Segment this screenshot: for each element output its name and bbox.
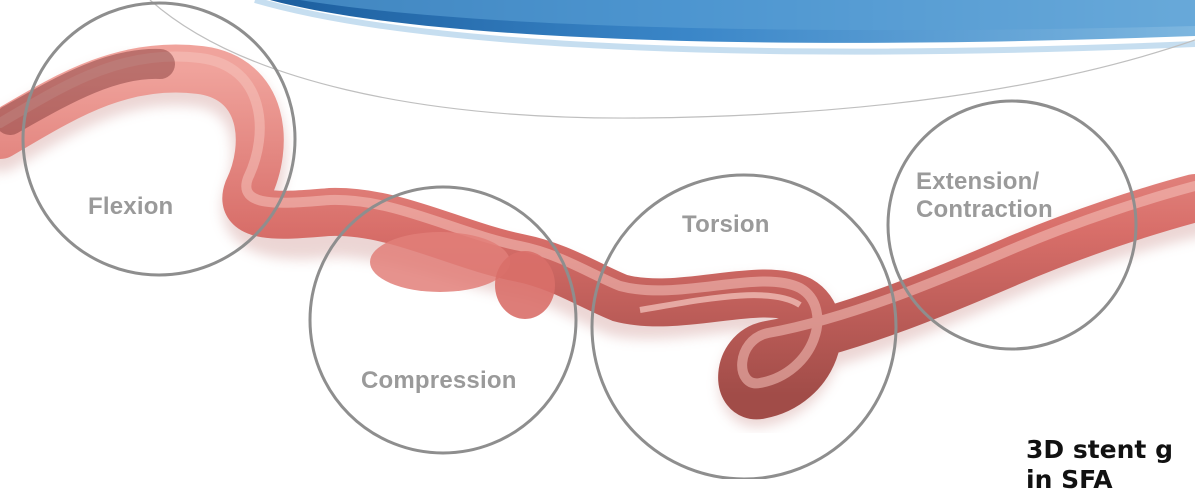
deformation-diagram (0, 0, 1195, 479)
header-swoosh (150, 0, 1195, 118)
compression-label: Compression (361, 367, 517, 395)
caption-line2: in SFA (1026, 465, 1173, 495)
slide-caption: 3D stent g in SFA (1026, 435, 1173, 495)
flexion-label: Flexion (88, 193, 173, 221)
extension-contraction-label: Extension/ Contraction (916, 168, 1053, 224)
caption-line1: 3D stent g (1026, 435, 1173, 465)
torsion-label: Torsion (682, 211, 770, 239)
extension-label-line2: Contraction (916, 196, 1053, 224)
blood-vessel (0, 56, 1195, 395)
extension-label-line1: Extension/ (916, 168, 1053, 196)
